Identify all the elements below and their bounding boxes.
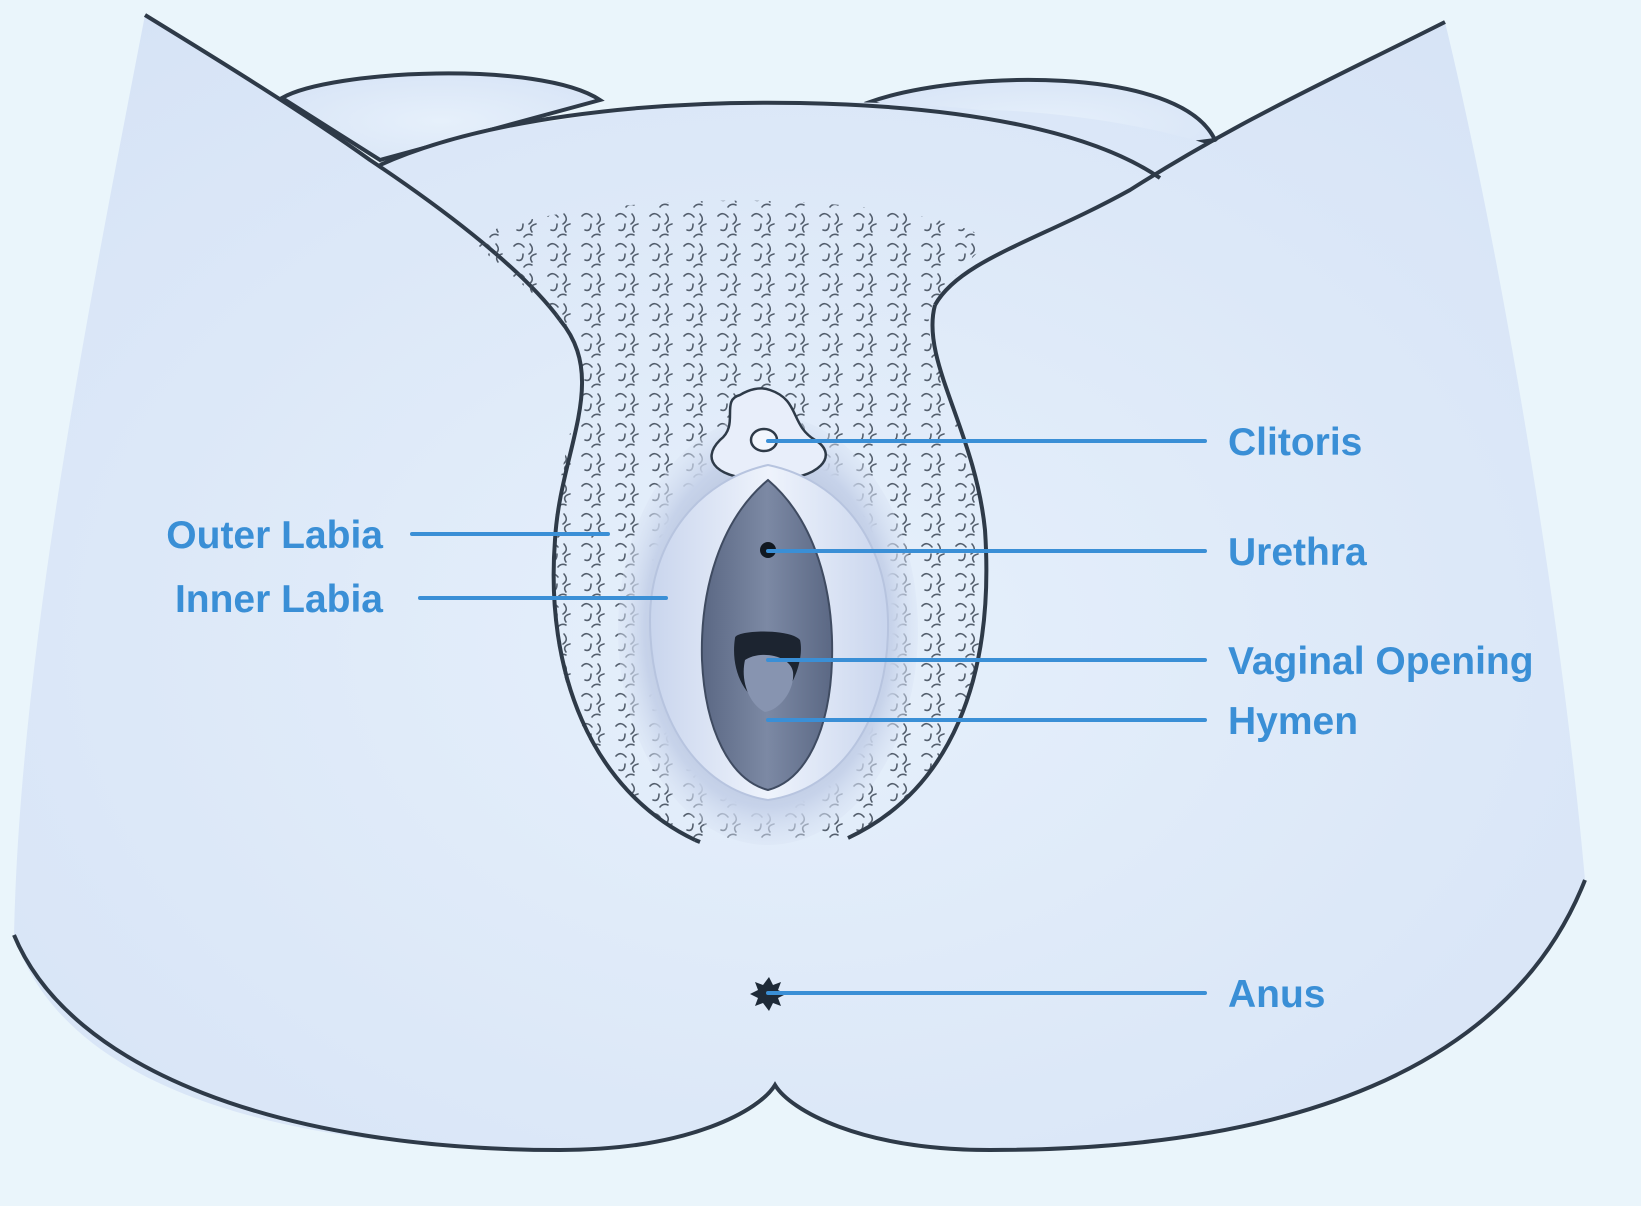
label-urethra: Urethra (1228, 531, 1367, 574)
label-vaginal-opening: Vaginal Opening (1228, 640, 1534, 683)
label-clitoris: Clitoris (1228, 421, 1362, 464)
label-outer-labia: Outer Labia (166, 514, 383, 557)
label-hymen: Hymen (1228, 700, 1358, 743)
label-anus: Anus (1228, 973, 1326, 1016)
label-inner-labia: Inner Labia (175, 578, 383, 621)
